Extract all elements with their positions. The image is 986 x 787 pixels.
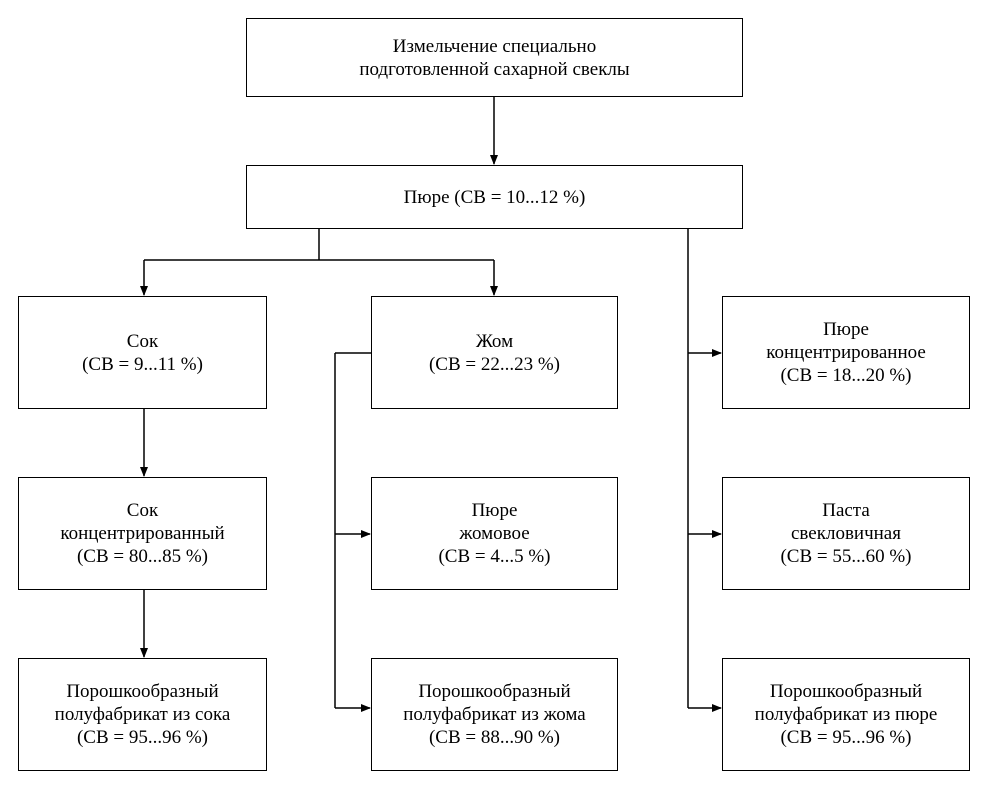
- node-text-line: Измельчение специально: [392, 35, 597, 57]
- node-juice-concentrated: Сок концентрированный (СВ = 80...85 %): [18, 477, 267, 590]
- node-text-line: (СВ = 95...96 %): [76, 727, 209, 748]
- node-text-line: (СВ = 4...5 %): [438, 546, 551, 567]
- node-powder-juice: Порошкообразный полуфабрикат из сока (СВ…: [18, 658, 267, 771]
- node-paste-beet: Паста свекловичная (СВ = 55...60 %): [722, 477, 970, 590]
- node-text-line: полуфабрикат из пюре: [754, 704, 938, 725]
- node-text-line: Порошкообразный: [769, 681, 923, 702]
- node-text-line: Порошкообразный: [66, 681, 219, 702]
- node-text-line: Сок: [126, 500, 159, 521]
- node-puree: Пюре (СВ = 10...12 %): [246, 165, 743, 229]
- node-text-line: жомовое: [459, 523, 530, 544]
- node-text-line: полуфабрикат из жома: [403, 704, 586, 725]
- node-text-line: подготовленной сахарной свеклы: [359, 58, 630, 80]
- node-text-line: концентрированный: [60, 523, 225, 544]
- node-text-line: концентрированное: [766, 342, 926, 363]
- node-text-line: (СВ = 9...11 %): [82, 353, 203, 375]
- node-crushing: Измельчение специально подготовленной са…: [246, 18, 743, 97]
- node-powder-puree: Порошкообразный полуфабрикат из пюре (СВ…: [722, 658, 970, 771]
- node-text-line: (СВ = 55...60 %): [780, 546, 912, 567]
- node-text-line: полуфабрикат из сока: [54, 704, 231, 725]
- node-text-line: Паста: [822, 500, 870, 521]
- node-text-line: Пюре: [823, 319, 869, 340]
- node-text-line: Жом: [475, 330, 514, 352]
- node-text-line: свекловичная: [791, 523, 901, 544]
- node-text-line: Пюре: [471, 500, 518, 521]
- node-text-line: (СВ = 18...20 %): [780, 365, 912, 386]
- node-text-line: Сок: [126, 330, 159, 352]
- node-puree-pulp: Пюре жомовое (СВ = 4...5 %): [371, 477, 618, 590]
- node-text-line: (СВ = 80...85 %): [76, 546, 209, 567]
- node-pulp: Жом (СВ = 22...23 %): [371, 296, 618, 409]
- node-text-line: Порошкообразный: [418, 681, 571, 702]
- node-text-line: Пюре (СВ = 10...12 %): [403, 186, 586, 208]
- node-puree-concentrated: Пюре концентрированное (СВ = 18...20 %): [722, 296, 970, 409]
- node-text-line: (СВ = 22...23 %): [428, 353, 561, 375]
- node-text-line: (СВ = 95...96 %): [780, 727, 912, 748]
- node-juice: Сок (СВ = 9...11 %): [18, 296, 267, 409]
- node-text-line: (СВ = 88...90 %): [428, 727, 561, 748]
- node-powder-pulp: Порошкообразный полуфабрикат из жома (СВ…: [371, 658, 618, 771]
